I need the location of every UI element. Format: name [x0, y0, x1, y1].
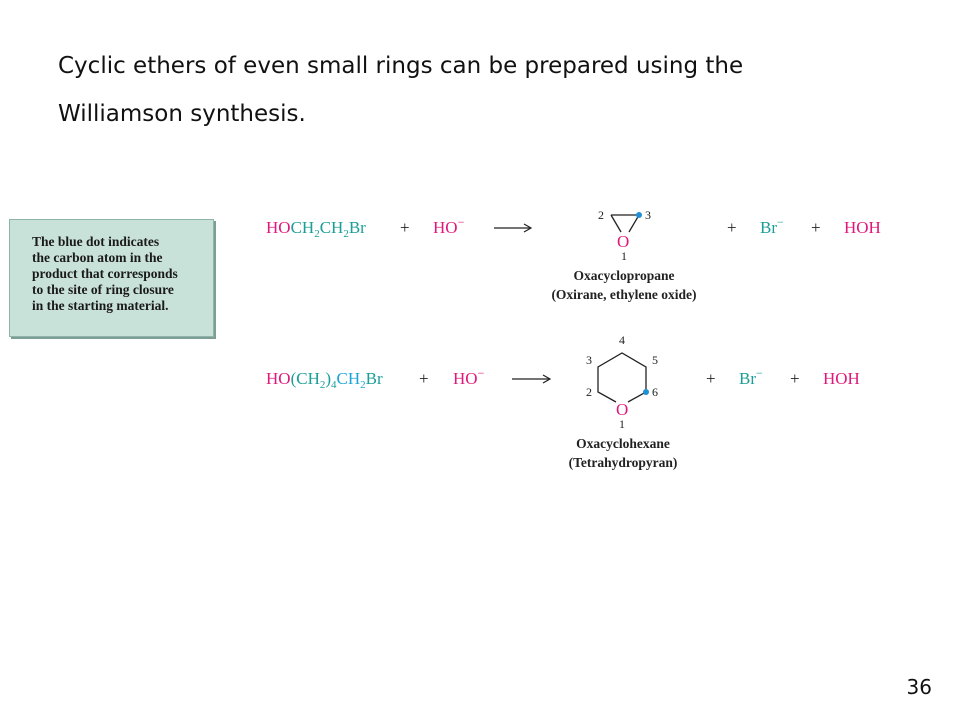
- ring-number: 6: [652, 385, 658, 399]
- reactant-2-ho: HO: [266, 369, 291, 388]
- ring-number: 3: [645, 208, 651, 222]
- slide-heading: Cyclic ethers of even small rings can be…: [58, 42, 918, 138]
- bromide-charge: −: [756, 366, 763, 380]
- reactant-1: HOCH2CH2Br: [266, 218, 366, 240]
- hydroxide-ho: HO: [453, 369, 478, 388]
- blue-dot-marker: [636, 212, 642, 218]
- reaction-1: HOCH2CH2Br + HO− O 2 3 1 + Br− + HOH Oxa…: [266, 208, 881, 302]
- bromide-1: Br−: [760, 215, 784, 237]
- hydroxide-ho: HO: [433, 218, 458, 237]
- ring-number: 2: [586, 385, 592, 399]
- reactant-2: HO(CH2)4CH2Br: [266, 369, 383, 391]
- note-line: product that corresponds: [32, 266, 178, 281]
- bromide-charge: −: [777, 215, 784, 229]
- plus-sign: +: [419, 369, 429, 388]
- ring-number: 1: [621, 249, 627, 263]
- product-name-2: Oxacyclohexane: [576, 436, 670, 451]
- reactant-1-br: Br: [349, 218, 366, 237]
- reactant-1-ho: HO: [266, 218, 291, 237]
- hydroxide-charge: −: [458, 215, 465, 229]
- reactant-2-sub: 2: [320, 379, 326, 391]
- hydroxide-charge: −: [478, 366, 485, 380]
- ring-bond: [610, 214, 622, 233]
- product-alt-name-1: (Oxirane, ethylene oxide): [551, 287, 696, 302]
- note-line: The blue dot indicates: [32, 234, 160, 249]
- plus-sign: +: [400, 218, 410, 237]
- heading-line-2: Williamson synthesis.: [58, 101, 306, 127]
- reactant-1-sub: 2: [343, 228, 349, 240]
- ring-number: 1: [619, 417, 625, 431]
- note-line: to the site of ring closure: [32, 282, 174, 297]
- plus-sign: +: [727, 218, 737, 237]
- plus-sign: +: [790, 369, 800, 388]
- page-number: 36: [906, 675, 932, 699]
- reactant-2-paren: ): [325, 369, 331, 388]
- reactant-2-ch: (CH: [291, 369, 320, 388]
- ring-oxygen: O: [617, 232, 629, 251]
- ring-number: 3: [586, 353, 592, 367]
- reactant-1-ch: CH: [320, 218, 344, 237]
- product-alt-name-2: (Tetrahydropyran): [569, 455, 678, 470]
- ring-oxygen: O: [616, 400, 628, 419]
- ring-number: 4: [619, 333, 625, 347]
- arrow-head: [523, 223, 533, 233]
- ring-bonds: [597, 352, 647, 403]
- product-name-1: Oxacyclopropane: [574, 268, 675, 283]
- plus-sign: +: [706, 369, 716, 388]
- reaction-2: HO(CH2)4CH2Br + HO− O 4 3 5 2 6 1 + Br− …: [266, 333, 860, 470]
- reactant-1-sub: 2: [314, 228, 320, 240]
- ring-number: 5: [652, 353, 658, 367]
- bromide-br: Br: [739, 369, 756, 388]
- tetrahydropyran-ring: O 4 3 5 2 6 1: [586, 333, 658, 431]
- plus-sign: +: [811, 218, 821, 237]
- epoxide-ring: O 2 3 1: [598, 208, 651, 263]
- arrow-head: [542, 374, 552, 384]
- hydroxide-1: HO−: [433, 215, 465, 237]
- reactant-2-sub: 4: [331, 379, 337, 391]
- reactant-1-ch: CH: [291, 218, 315, 237]
- blue-dot-marker: [643, 389, 649, 395]
- reactant-2-ch: CH: [337, 369, 361, 388]
- water-1: HOH: [844, 218, 881, 237]
- bromide-2: Br−: [739, 366, 763, 388]
- note-line: in the starting material.: [32, 298, 169, 313]
- reactant-2-br: Br: [366, 369, 383, 388]
- ring-bond: [628, 214, 640, 233]
- reactant-2-sub: 2: [360, 379, 366, 391]
- hydroxide-2: HO−: [453, 366, 485, 388]
- heading-line-1: Cyclic ethers of even small rings can be…: [58, 53, 744, 79]
- water-2: HOH: [823, 369, 860, 388]
- note-text: The blue dot indicates the carbon atom i…: [32, 234, 212, 314]
- ring-number: 2: [598, 208, 604, 222]
- note-line: the carbon atom in the: [32, 250, 163, 265]
- bromide-br: Br: [760, 218, 777, 237]
- note-box: The blue dot indicates the carbon atom i…: [9, 219, 214, 337]
